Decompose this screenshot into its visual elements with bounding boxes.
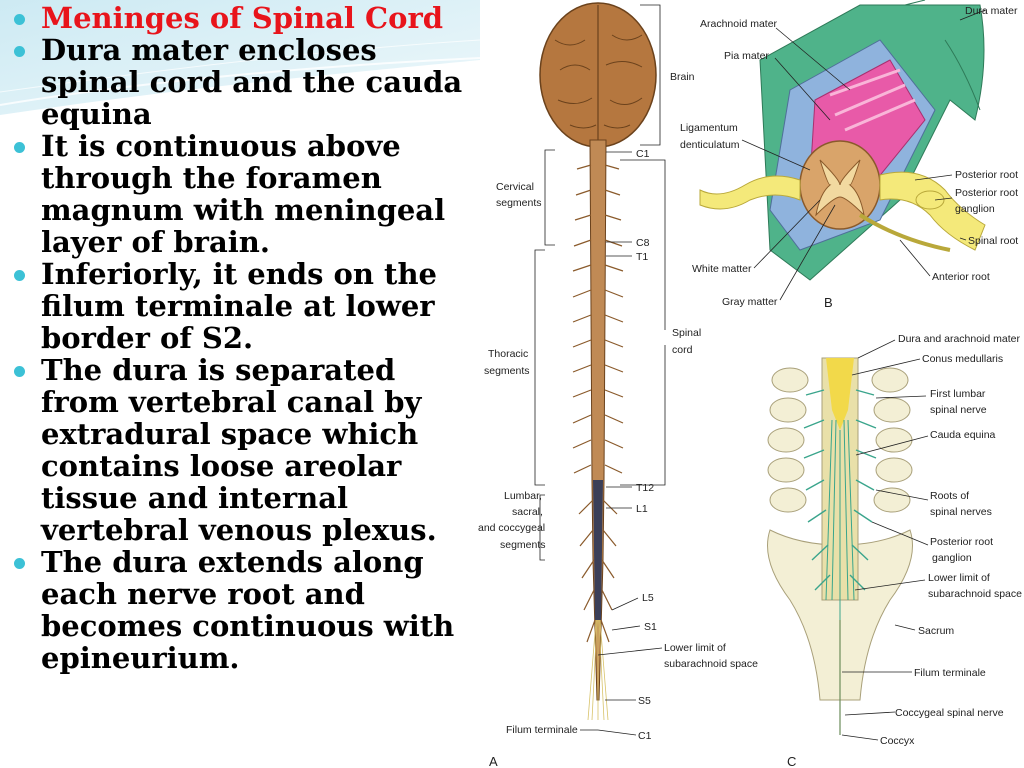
label-lumbar-2: sacral, [512, 506, 543, 518]
label-s1: S1 [644, 621, 657, 633]
label-anterior-root: Anterior root [932, 271, 990, 283]
label-cervical-2: segments [496, 197, 542, 209]
panel-a-letter: A [489, 754, 498, 768]
label-white-matter: White matter [692, 263, 752, 275]
label-thoracic-2: segments [484, 365, 530, 377]
label-coccygeal-nerve: Coccygeal spinal nerve [895, 707, 1004, 719]
label-cervical-1: Cervical [496, 181, 534, 193]
label-c-prg-2: ganglion [932, 552, 972, 564]
bullet-dot-icon [14, 558, 25, 569]
label-lower-limit-2: subarachnoid space [664, 658, 758, 670]
slide-title: Meninges of Spinal Cord [41, 1, 444, 35]
bullet-dot-icon [14, 46, 25, 57]
label-pia-mater: Pia mater [724, 50, 769, 62]
label-c-lower-limit-1: Lower limit of [928, 572, 990, 584]
label-posterior-root: Posterior root [955, 169, 1018, 181]
label-ligamentum-2: denticulatum [680, 139, 740, 151]
label-filum-terminale: Filum terminale [506, 724, 578, 736]
label-c1: C1 [636, 148, 650, 160]
bullet-text: Dura mater encloses spinal cord and the … [41, 33, 463, 131]
label-roots-2: spinal nerves [930, 506, 992, 518]
bullet-item: The dura extends along each nerve root a… [12, 546, 482, 674]
bullet-list: Meninges of Spinal Cord Dura mater enclo… [12, 2, 482, 674]
bullet-item: Meninges of Spinal Cord [12, 2, 482, 34]
bullet-dot-icon [14, 270, 25, 281]
bullet-dot-icon [14, 14, 25, 25]
label-thoracic-1: Thoracic [488, 348, 528, 360]
label-l1: L1 [636, 503, 648, 515]
label-cauda-equina: Cauda equina [930, 429, 996, 441]
label-lumbar-4: segments [500, 539, 546, 551]
bullet-text: The dura extends along each nerve root a… [41, 545, 455, 675]
label-spinal-root: Spinal root [968, 235, 1018, 247]
label-t12: T12 [636, 482, 654, 494]
label-gray-matter: Gray matter [722, 296, 778, 308]
label-conus-medullaris: Conus medullaris [922, 353, 1003, 365]
label-t1: T1 [636, 251, 648, 263]
label-posterior-root-ganglion-2: ganglion [955, 203, 995, 215]
label-coccyx: Coccyx [880, 735, 915, 747]
bullet-text: Inferiorly, it ends on the filum termina… [41, 257, 437, 355]
label-arachnoid-mater: Arachnoid mater [700, 18, 778, 30]
panel-b-letter: B [824, 295, 833, 310]
background-swoosh [0, 0, 480, 115]
label-sacrum: Sacrum [918, 625, 954, 637]
bullet-text: The dura is separated from vertebral can… [41, 353, 437, 547]
label-first-lumbar-1: First lumbar [930, 388, 986, 400]
bullet-dot-icon [14, 366, 25, 377]
label-lower-limit-1: Lower limit of [664, 642, 726, 654]
label-c-prg-1: Posterior root [930, 536, 993, 548]
label-first-lumbar-2: spinal nerve [930, 404, 987, 416]
bullet-item: Inferiorly, it ends on the filum termina… [12, 258, 482, 354]
label-lumbar-3: and coccygeal [478, 522, 545, 534]
label-roots-1: Roots of [930, 490, 969, 502]
panel-b: Arachnoid mater Dura mater Pia mater Lig… [680, 0, 1018, 310]
label-c8: C8 [636, 237, 650, 249]
label-ligamentum-1: Ligamentum [680, 122, 738, 134]
label-c1-bottom: C1 [638, 730, 652, 742]
label-lumbar-1: Lumbar, [504, 490, 542, 502]
label-dura-arachnoid: Dura and arachnoid mater [898, 333, 1020, 345]
label-c-filum-terminale: Filum terminale [914, 667, 986, 679]
label-c-lower-limit-2: subarachnoid space [928, 588, 1022, 600]
panel-c: Dura and arachnoid mater Conus medullari… [767, 333, 1022, 768]
panel-a: Brain C1 Cervical segments C8 T1 Spinal … [478, 2, 758, 768]
label-posterior-root-ganglion-1: Posterior root [955, 187, 1018, 199]
bullet-dot-icon [14, 142, 25, 153]
bullet-item: Dura mater encloses spinal cord and the … [12, 34, 482, 130]
panel-c-letter: C [787, 754, 796, 768]
gray-matter-illustration [815, 159, 865, 217]
conus-medullaris-illustration [826, 358, 854, 430]
label-spinal-cord-2: cord [672, 344, 693, 356]
label-dura-mater: Dura mater [965, 5, 1018, 17]
bullet-item: The dura is separated from vertebral can… [12, 354, 482, 546]
bullet-text: It is continuous above through the foram… [41, 129, 446, 259]
label-l5: L5 [642, 592, 654, 604]
anatomy-figure: Brain C1 Cervical segments C8 T1 Spinal … [478, 0, 1022, 768]
label-brain: Brain [670, 71, 695, 83]
bullet-item: It is continuous above through the foram… [12, 130, 482, 258]
label-s5: S5 [638, 695, 651, 707]
label-spinal-cord-1: Spinal [672, 327, 701, 339]
